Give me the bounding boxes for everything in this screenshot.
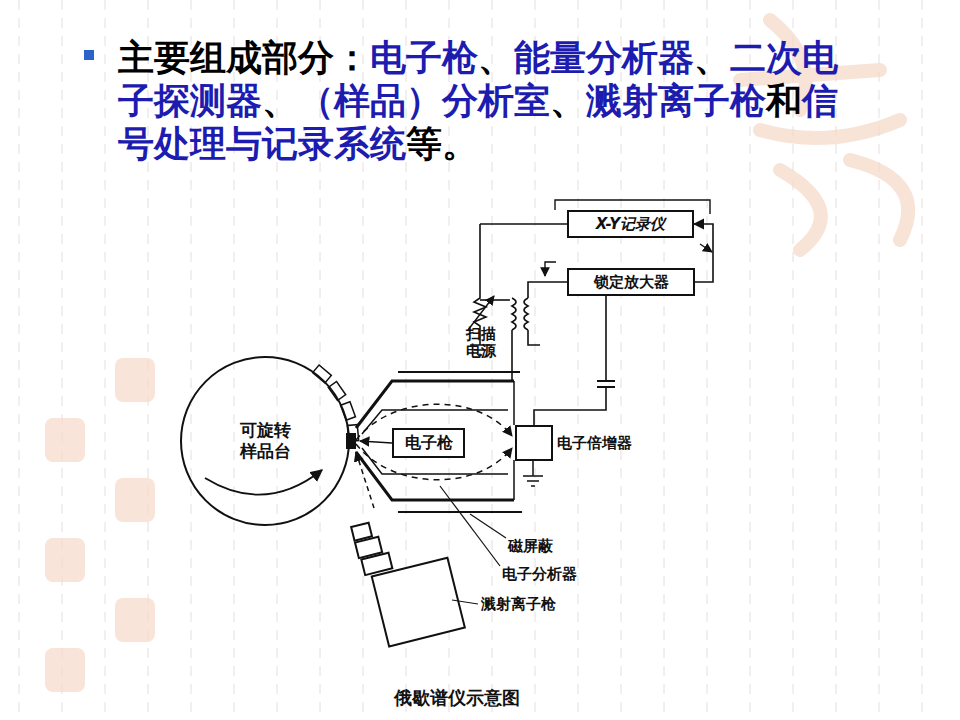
component-name: 溅射离子枪	[586, 80, 766, 121]
connector-wire	[694, 224, 713, 282]
scan-power-label: 扫描电源	[466, 326, 500, 361]
ion-gun-body	[351, 506, 465, 648]
connector-wire	[534, 296, 606, 425]
box-text: X-Y记录仪	[596, 215, 665, 234]
ion-gun-label: 溅射离子枪	[481, 596, 556, 613]
magnetic-shield-label: 磁屏蔽	[508, 538, 553, 555]
box-text: 电子枪	[405, 433, 453, 453]
wire	[511, 330, 513, 381]
multiplier-box: 电子倍增器	[515, 425, 553, 461]
bullet-marker	[84, 50, 94, 60]
leader-line	[440, 486, 500, 566]
sample-holder	[313, 365, 359, 441]
wire	[528, 330, 540, 345]
box-text: 可旋转样品台	[237, 420, 293, 463]
rotation-arrow	[205, 470, 322, 495]
bullet-text-part: 主要组成部分：	[118, 37, 370, 78]
component-name: 电子枪	[370, 37, 478, 78]
wire	[480, 223, 567, 225]
recorder-box: X-Y记录仪	[567, 210, 694, 238]
wire	[700, 244, 712, 252]
ground-symbol	[523, 461, 543, 486]
primary-beam	[360, 441, 392, 443]
component-name: 能量分析器	[514, 37, 694, 78]
wire	[528, 282, 567, 298]
amplifier-box: 锁定放大器	[567, 268, 695, 296]
figure-caption: 俄歇谱仪示意图	[0, 688, 914, 709]
leader-line	[452, 600, 478, 604]
component-name: （样品）分析室	[298, 80, 550, 121]
bullet-text-part: 和	[766, 80, 802, 121]
bullet-text-part: 、	[550, 80, 586, 121]
bullet-text-part: 、	[694, 37, 730, 78]
bullet-text-part: 、	[478, 37, 514, 78]
leader-line	[470, 514, 506, 538]
analyzer-label: 电子分析器	[502, 566, 577, 583]
bullet-text-part: 等。	[406, 123, 478, 164]
bullet-text: 主要组成部分：电子枪、能量分析器、二次电子探测器、（样品）分析室、溅射离子枪和信…	[118, 36, 858, 165]
part-label: 电子倍增器	[557, 434, 632, 453]
seal-decoration	[45, 358, 155, 692]
sample-stage-circle: 可旋转样品台	[180, 356, 350, 526]
ion-beam	[356, 452, 374, 508]
analyzer-outer	[356, 452, 514, 500]
transformer-coil	[524, 298, 528, 330]
transformer-coil	[512, 298, 516, 330]
bullet-text-part: 、	[262, 80, 298, 121]
box-text: 锁定放大器	[594, 273, 669, 292]
wire	[480, 299, 510, 301]
wire	[545, 262, 556, 276]
resistor-wiper	[468, 296, 494, 330]
capacitor-symbol	[597, 381, 615, 387]
electron-gun-box: 电子枪	[392, 428, 465, 458]
